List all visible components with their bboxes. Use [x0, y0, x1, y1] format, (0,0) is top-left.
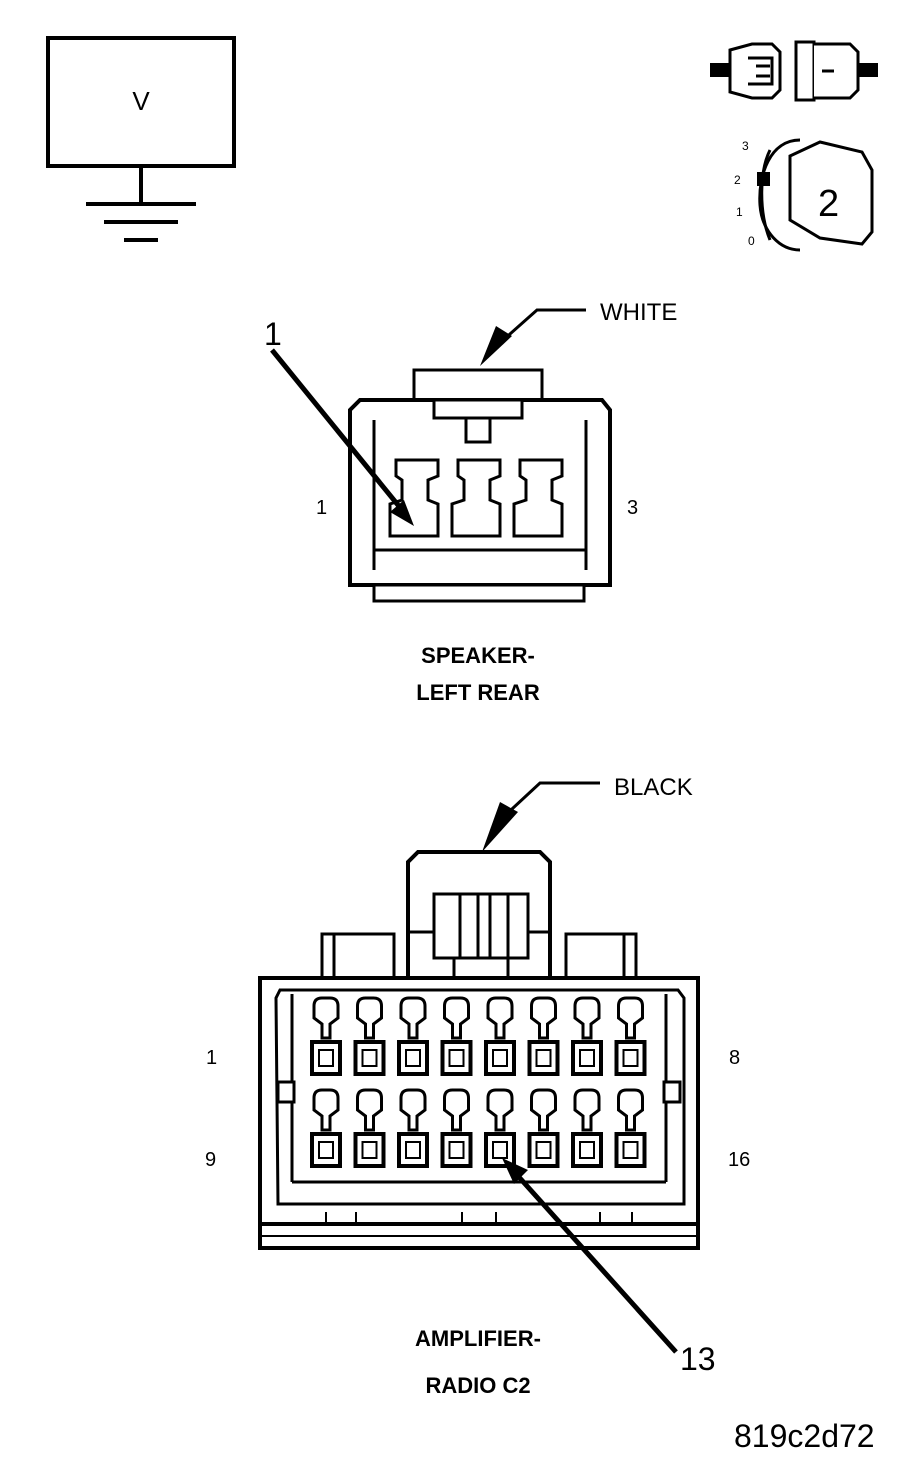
amp-pin-cavity — [614, 996, 647, 1076]
amplifier-connector — [258, 781, 700, 1354]
disconnect-connector-icon — [710, 40, 878, 102]
amp-callout-number: 13 — [680, 1341, 716, 1377]
amp-connector-color: BLACK — [614, 774, 693, 801]
voltmeter-label: V — [132, 86, 150, 116]
speaker-pin-last-label: 3 — [627, 497, 638, 519]
amp-connector-name-line1: AMPLIFIER- — [415, 1326, 541, 1351]
speaker-connector — [270, 308, 612, 603]
speaker-callout-number: 1 — [264, 316, 282, 352]
amp-pin-cavity — [353, 1088, 386, 1168]
amp-pin-cavity — [527, 996, 560, 1076]
amp-pin-cavity — [527, 1088, 560, 1168]
speaker-pin-first-label: 1 — [316, 497, 327, 519]
voltmeter-icon — [46, 36, 236, 242]
speaker-connector-name-line1: SPEAKER- — [421, 643, 535, 668]
ignition-position-3: 3 — [742, 139, 749, 153]
figure-id: 819c2d72 — [734, 1418, 875, 1454]
amp-pin-cavity — [571, 1088, 603, 1168]
amp-row2-last-label: 16 — [728, 1149, 750, 1171]
amp-pin-cavity — [484, 996, 516, 1076]
ignition-position-0: 0 — [748, 234, 755, 248]
speaker-connector-name-line2: LEFT REAR — [416, 680, 540, 705]
amp-pin-cavity — [310, 996, 342, 1076]
ignition-selected-position: 2 — [818, 183, 839, 225]
amp-pin-cavity — [484, 1088, 516, 1168]
amplifier-pin-grid — [310, 996, 647, 1168]
amp-row2-first-label: 9 — [205, 1149, 216, 1171]
amp-pin-cavity — [440, 1088, 473, 1168]
ignition-position-2: 2 — [734, 173, 741, 187]
amp-pin-cavity — [310, 1088, 342, 1168]
ignition-position-1: 1 — [736, 205, 743, 219]
amp-connector-name-line2: RADIO C2 — [425, 1373, 530, 1398]
amp-pin-cavity — [397, 1088, 429, 1168]
amp-row1-last-label: 8 — [729, 1047, 740, 1069]
amp-row1-first-label: 1 — [206, 1047, 217, 1069]
ignition-key-icon — [757, 138, 874, 252]
amp-pin-cavity — [440, 996, 473, 1076]
amp-pin-cavity — [397, 996, 429, 1076]
speaker-pin-cavity — [450, 458, 502, 538]
speaker-connector-color: WHITE — [600, 299, 677, 326]
amp-pin-cavity — [353, 996, 386, 1076]
speaker-pin-cavity — [512, 458, 564, 538]
amp-pin-cavity — [614, 1088, 647, 1168]
amp-pin-cavity — [571, 996, 603, 1076]
